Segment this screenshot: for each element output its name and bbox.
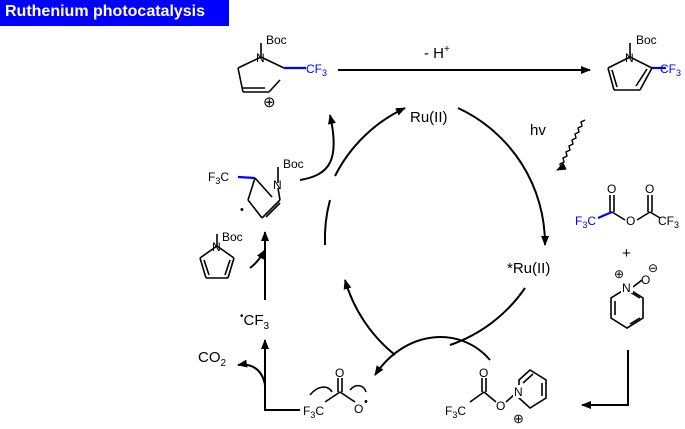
n-oxide-to-adduct-arrow <box>581 350 629 409</box>
hv-wavy-arrow <box>556 119 586 171</box>
cycle-side-arc-oxidation <box>299 114 336 181</box>
cation-cf3: CF3 <box>306 62 327 78</box>
adduct-n-charge-icon: ⊕ <box>513 411 524 426</box>
excited-ru-ii-label: *Ru(II) <box>507 260 550 277</box>
cation-intermediate: N Boc CF3 ⊕ <box>237 33 327 111</box>
radical-dot-icon: • <box>240 204 244 216</box>
cation-boc: Boc <box>266 33 287 47</box>
catalytic-cycle <box>299 107 586 376</box>
tfaa-o-bridge: O <box>626 214 635 228</box>
n-oxide-n-charge-icon: ⊕ <box>614 267 624 281</box>
cf3-radical-dot-icon: • <box>240 311 244 322</box>
adduct-o-link: O <box>496 399 505 413</box>
tfaa-o-left: O <box>607 182 616 196</box>
deprotonation-text: - H <box>424 45 444 62</box>
n-oxide-o: O <box>641 273 650 287</box>
cycle-arc-left-mid <box>323 199 331 246</box>
deprotonation-charge: + <box>444 44 450 55</box>
acyloxy-o-radical: O <box>354 402 363 416</box>
product-pyrrole: N Boc CF3 <box>607 33 681 91</box>
acyloxypyridinium-adduct: F3C O O N ⊕ <box>445 366 547 426</box>
boc-pyrrole: N Boc <box>199 230 243 279</box>
title-bar: Ruthenium photocatalysis <box>0 0 229 26</box>
product-boc: Boc <box>636 33 657 47</box>
acyloxy-to-cf3-arrow <box>261 339 300 411</box>
acyloxy-o-top: O <box>335 366 344 380</box>
cation-charge-icon: ⊕ <box>263 94 276 111</box>
ru-ii-label: Ru(II) <box>410 109 448 126</box>
product-n: N <box>625 51 634 65</box>
co2-loss-arc <box>237 359 266 386</box>
acyloxy-dot-icon: • <box>364 396 368 408</box>
acyloxy-f3c: F3C <box>303 404 324 420</box>
product-cf3: CF3 <box>660 62 681 78</box>
radical-intermediate: F3C N Boc • <box>208 157 304 219</box>
adduct-o-top: O <box>479 366 488 380</box>
tfaa-cf3-right: CF3 <box>658 214 679 230</box>
adduct-f3c: F3C <box>445 404 466 420</box>
tfaa-o-right: O <box>645 182 654 196</box>
hv-label: hv <box>530 122 546 139</box>
boc-pyrrole-boc: Boc <box>222 230 243 244</box>
deprotonation-label: - H+ <box>424 44 450 62</box>
pyrrole-addition-arc <box>249 249 266 269</box>
pyridine-n-oxide: N ⊕ O ⊖ <box>610 261 658 329</box>
tfaa-f3c: F3C <box>575 214 596 230</box>
cf3-radical: •CF3 <box>240 311 270 332</box>
cycle-side-arc-reduction <box>374 336 491 376</box>
co2-label: CO2 <box>198 349 227 369</box>
cycle-arc-top-to-ru <box>334 107 406 177</box>
cation-n: N <box>256 51 265 65</box>
cycle-arc-left-up <box>343 279 396 356</box>
cycle-arc-ru-to-excited <box>457 107 550 246</box>
radical-n: N <box>273 178 282 192</box>
radical-boc: Boc <box>283 157 304 171</box>
trifluoroacetic-anhydride: F3C O O O CF3 <box>575 182 679 230</box>
plus-sign: + <box>622 245 631 262</box>
adduct-n: N <box>514 385 523 399</box>
cycle-arc-excited-down <box>449 287 526 346</box>
scheme-title: Ruthenium photocatalysis <box>5 3 206 20</box>
n-oxide-n: N <box>622 281 631 295</box>
n-oxide-o-charge-icon: ⊖ <box>648 261 658 275</box>
radical-cf3: F3C <box>208 170 229 186</box>
straight-arrows <box>237 66 629 411</box>
boc-pyrrole-n: N <box>212 240 221 254</box>
acyloxy-radical: F3C O O • <box>303 366 368 420</box>
